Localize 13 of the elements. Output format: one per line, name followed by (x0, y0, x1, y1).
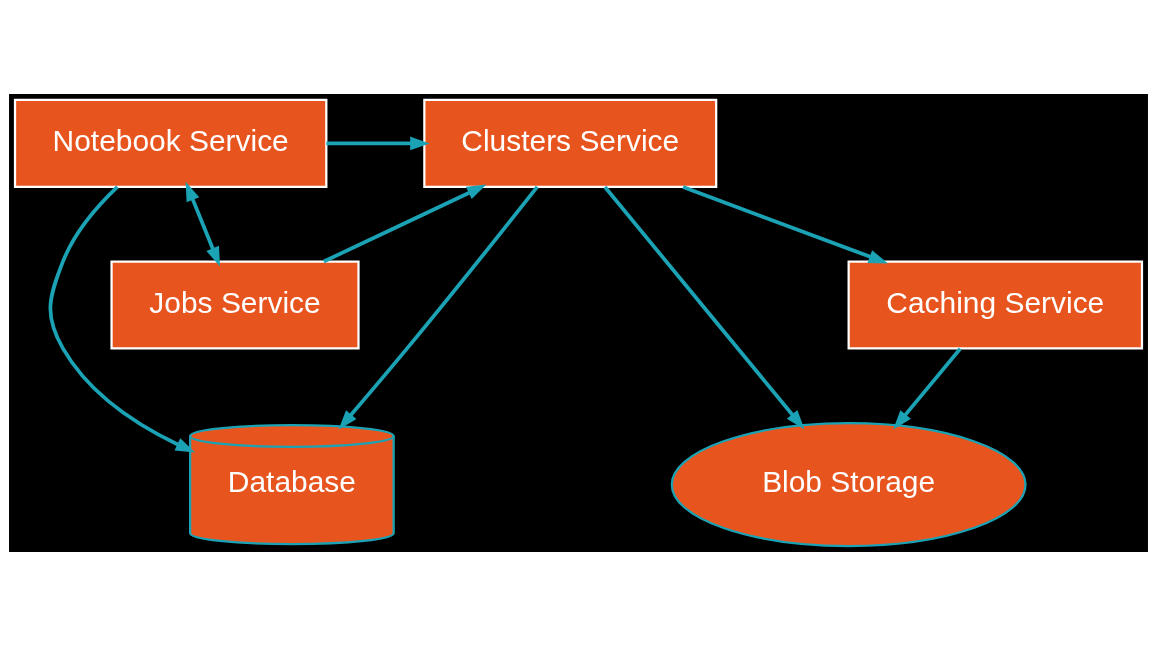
arrow (48, 185, 196, 453)
arrow (603, 185, 805, 430)
arrow (185, 181, 220, 267)
arrow (323, 184, 487, 264)
arrow (326, 136, 430, 151)
arrow (338, 185, 539, 430)
node-box: Jobs Service (110, 260, 360, 350)
node-box: Notebook Service (13, 98, 328, 188)
node-box: Clusters Service (423, 98, 718, 188)
node-box: Caching Service (847, 260, 1144, 350)
node-ellipse: Blob Storage (670, 422, 1027, 548)
arrow (682, 185, 889, 264)
arrow (893, 347, 962, 430)
